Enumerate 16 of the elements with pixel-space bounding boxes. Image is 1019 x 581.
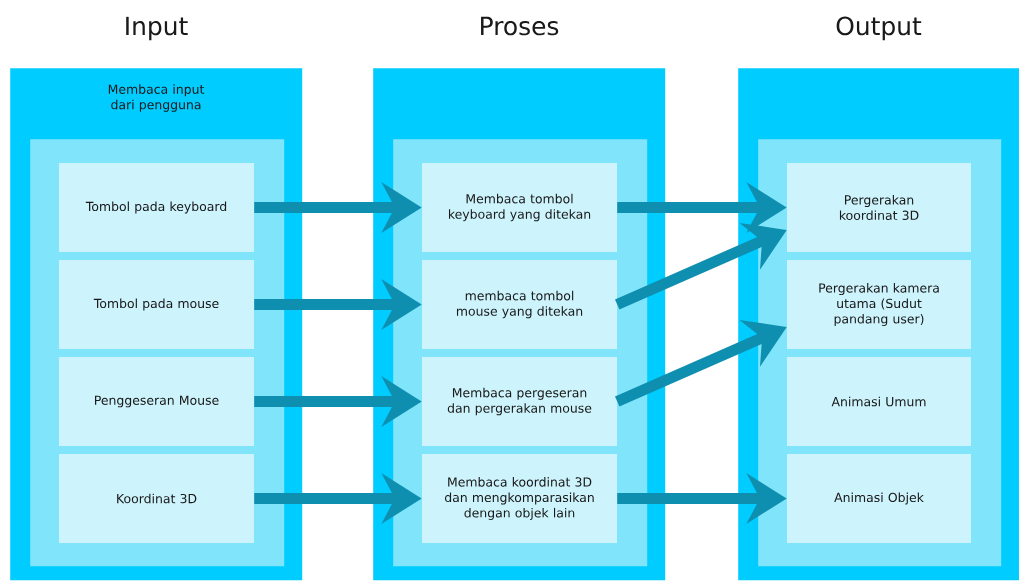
column-heading: Proses <box>481 16 559 36</box>
process-box: Animasi Umum <box>787 357 971 446</box>
process-box: Pergerakan koordinat 3D <box>787 163 971 252</box>
process-box: Membaca pergeseran dan pergerakan mouse <box>422 357 617 446</box>
process-box: Membaca koordinat 3D dan mengkomparasikan dengan objek lain <box>422 454 617 543</box>
column-heading: Input <box>126 16 188 41</box>
panel-description: Membaca input dari pengguna <box>108 84 205 112</box>
process-box: Tombol pada keyboard <box>59 163 254 252</box>
process-box: Animasi Objek <box>787 454 971 543</box>
process-box: Tombol pada mouse <box>59 260 254 349</box>
process-box: Koordinat 3D <box>59 454 254 543</box>
process-box: membaca tombol mouse yang ditekan <box>422 260 617 349</box>
process-box: Membaca tombol keyboard yang ditekan <box>422 163 617 252</box>
process-box: Penggeseran Mouse <box>59 357 254 446</box>
column-heading: Output <box>836 16 922 41</box>
process-box: Pergerakan kamera utama (Sudut pandang user) <box>787 260 971 349</box>
